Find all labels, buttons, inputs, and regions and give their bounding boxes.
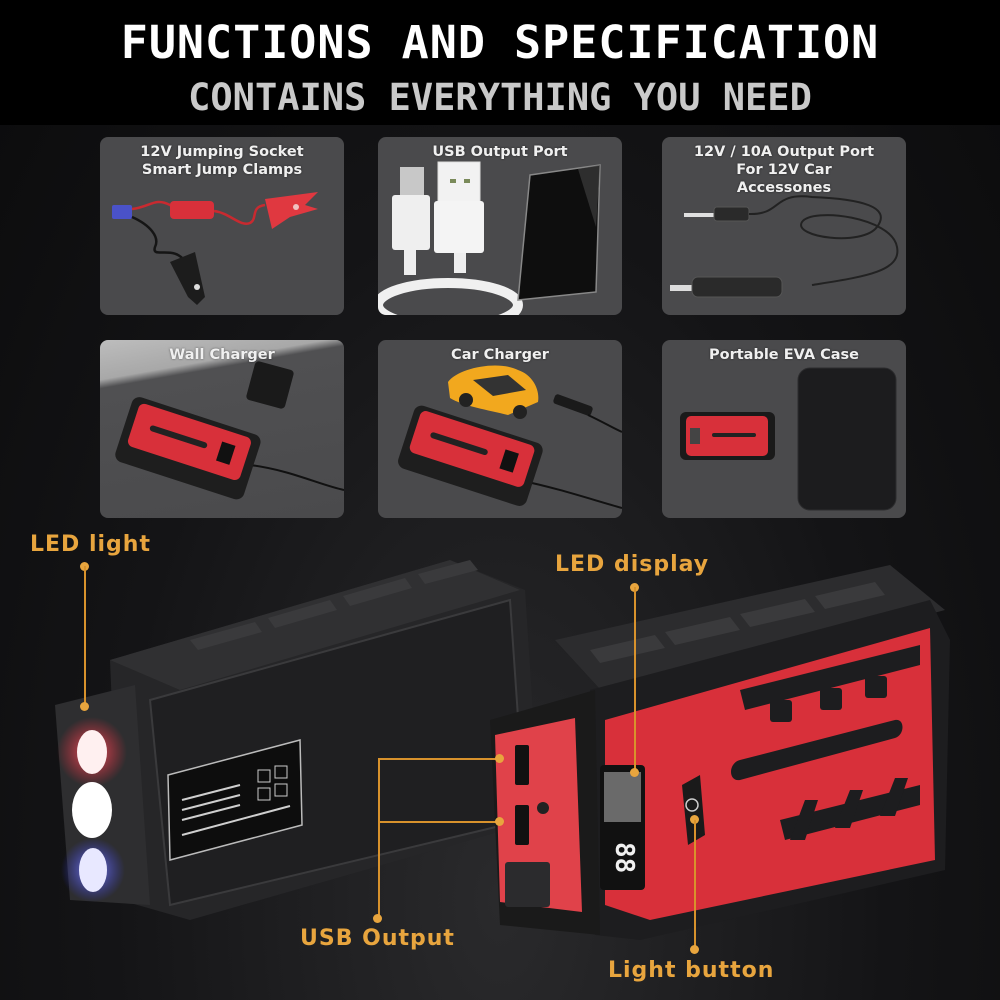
tile-label: USB Output Port <box>432 144 568 160</box>
callout-line <box>378 758 380 918</box>
callout-line <box>634 587 636 772</box>
callout-dot <box>690 945 699 954</box>
car-accessory-cable-icon <box>670 195 899 298</box>
callout-light-button: Light button <box>608 958 775 983</box>
callout-dot <box>80 702 89 711</box>
header-band <box>0 0 1000 125</box>
callout-dot <box>690 815 699 824</box>
page-title: FUNCTIONS AND SPECIFICATION <box>120 16 880 69</box>
tile-jump-clamps: 12V Jumping Socket Smart Jump Clamps <box>100 137 344 315</box>
callout-led-display: LED display <box>555 552 710 577</box>
callout-dot <box>373 914 382 923</box>
tile-label: 12V / 10A Output Port For 12V Car Access… <box>693 144 875 196</box>
tile-label: 12V Jumping Socket Smart Jump Clamps <box>140 144 304 178</box>
car-charger-icon <box>398 365 622 509</box>
callout-led-light: LED light <box>30 532 151 557</box>
tile-wall-charger: Wall Charger <box>100 340 344 518</box>
tile-car-charger: Car Charger <box>378 340 622 518</box>
jumper-clamps-icon <box>112 192 318 305</box>
eva-case-icon <box>680 367 897 511</box>
led-display-digits: 88 <box>609 842 639 874</box>
callout-dot <box>630 768 639 777</box>
callout-dot <box>495 754 504 763</box>
callout-usb-output: USB Output <box>300 926 455 951</box>
tile-eva-case: Portable EVA Case <box>662 340 906 518</box>
tile-label: Portable EVA Case <box>709 347 859 363</box>
callout-line <box>378 821 500 823</box>
callout-line <box>378 758 500 760</box>
tile-usb-output-port: USB Output Port <box>378 137 622 315</box>
tile-12v-output-port: 12V / 10A Output Port For 12V Car Access… <box>662 137 906 315</box>
usb-cable-phone-icon <box>378 161 601 315</box>
page-subtitle: CONTAINS EVERYTHING YOU NEED <box>188 76 812 119</box>
tile-label: Car Charger <box>451 347 549 363</box>
callout-line <box>84 566 86 706</box>
wall-charger-icon <box>115 361 344 500</box>
callout-line <box>694 820 696 950</box>
callout-dot <box>495 817 504 826</box>
tile-label: Wall Charger <box>169 347 275 363</box>
